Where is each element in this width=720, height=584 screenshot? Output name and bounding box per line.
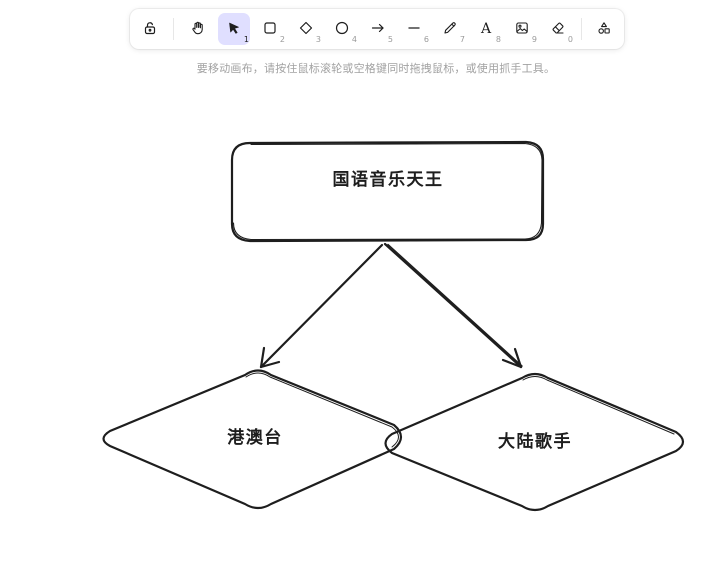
hotkey-label: 5 <box>387 35 393 44</box>
text-icon: A <box>480 21 492 37</box>
toolbar-divider <box>173 18 174 40</box>
rectangle-tool-button[interactable]: 2 <box>254 13 286 45</box>
arrow-connector-right[interactable] <box>383 242 523 369</box>
text-tool-button[interactable]: A 8 <box>470 13 502 45</box>
line-tool-button[interactable]: 6 <box>398 13 430 45</box>
hotkey-label: 3 <box>315 35 321 44</box>
root-rectangle-node[interactable]: 国语音乐天王 <box>230 140 545 243</box>
diamond-icon <box>299 20 313 39</box>
lock-button[interactable] <box>134 13 166 45</box>
canvas-hint-text: 要移动画布，请按住鼠标滚轮或空格键同时拖拽鼠标，或使用抓手工具。 <box>196 62 556 75</box>
hotkey-label: 1 <box>243 35 249 44</box>
selection-tool-button[interactable]: 1 <box>218 13 250 45</box>
hotkey-label: 8 <box>495 35 501 44</box>
hotkey-label: 4 <box>351 35 357 44</box>
hotkey-label: 0 <box>567 35 573 44</box>
hand-tool-button[interactable] <box>182 13 214 45</box>
hotkey-label: 6 <box>423 35 429 44</box>
diamond-tool-button[interactable]: 3 <box>290 13 322 45</box>
more-shapes-button[interactable] <box>588 13 620 45</box>
arrow-right-icon <box>371 20 385 39</box>
hotkey-label: 2 <box>279 35 285 44</box>
toolbar: 1 2 3 4 <box>130 9 624 49</box>
rectangle-icon <box>263 20 277 39</box>
cursor-arrow-icon <box>227 20 241 39</box>
arrow-tool-button[interactable]: 5 <box>362 13 394 45</box>
toolbar-divider <box>581 18 582 40</box>
arrow-connector-left[interactable] <box>259 243 384 369</box>
right-diamond-node[interactable]: 大陆歌手 <box>384 372 685 512</box>
hotkey-label: 7 <box>459 35 465 44</box>
ellipse-icon <box>335 20 349 39</box>
unlock-icon <box>143 20 157 39</box>
image-icon <box>515 20 529 39</box>
hotkey-label: 9 <box>531 35 537 44</box>
line-icon <box>407 20 421 39</box>
root-node-label: 国语音乐天王 <box>333 169 444 190</box>
right-node-label: 大陆歌手 <box>498 431 572 452</box>
shapes-icon <box>597 20 611 39</box>
image-tool-button[interactable]: 9 <box>506 13 538 45</box>
eraser-icon <box>551 20 565 39</box>
eraser-tool-button[interactable]: 0 <box>542 13 574 45</box>
draw-tool-button[interactable]: 7 <box>434 13 466 45</box>
ellipse-tool-button[interactable]: 4 <box>326 13 358 45</box>
hand-icon <box>191 20 205 39</box>
left-node-label: 港澳台 <box>227 427 283 448</box>
left-diamond-node[interactable]: 港澳台 <box>102 369 403 510</box>
pencil-icon <box>443 20 457 39</box>
